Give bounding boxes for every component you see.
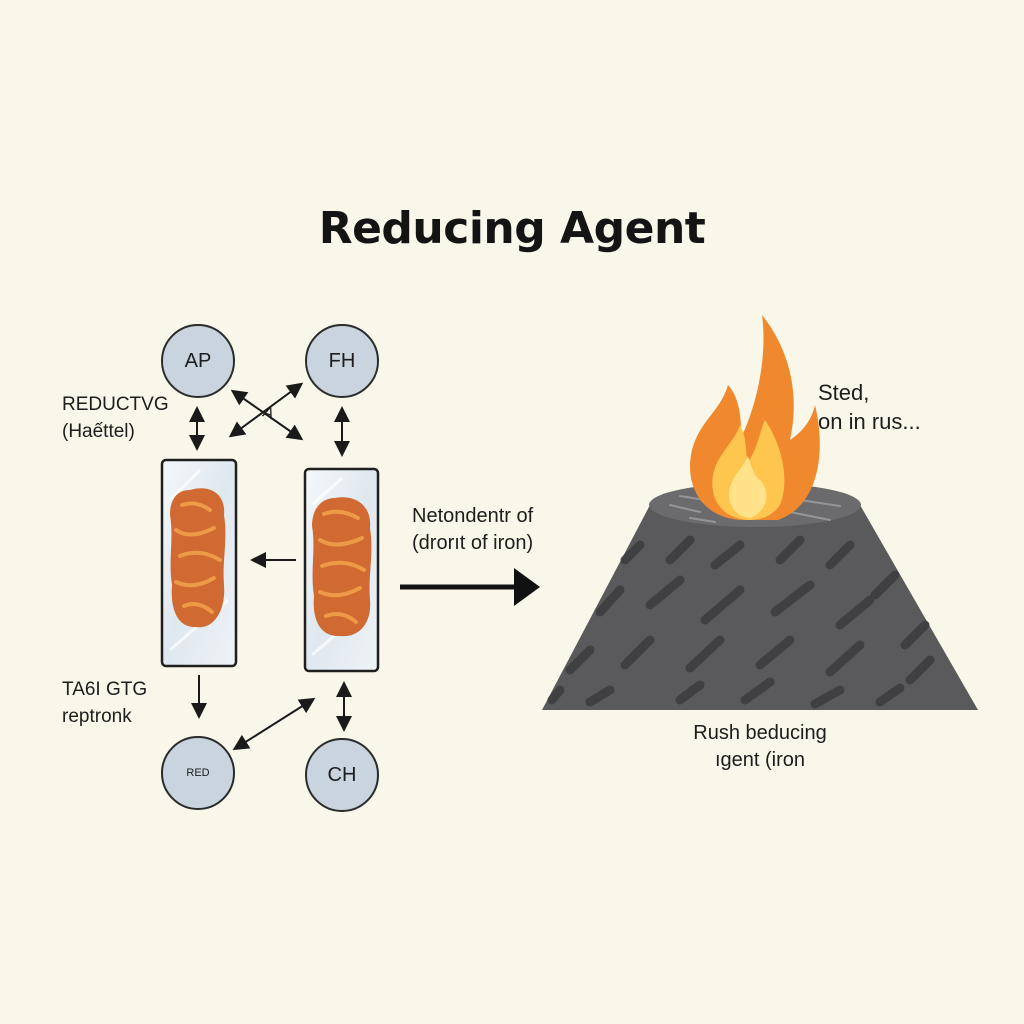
- label-left-top: REDUCTVG (Haếttel): [62, 391, 169, 445]
- flame: [690, 315, 820, 521]
- label-left-bottom-line1: TA6I GTG: [62, 679, 148, 700]
- label-flame-note-line1: Sted,: [818, 380, 870, 405]
- node-ch: CH: [305, 738, 379, 812]
- connector-arrows: [189, 382, 352, 751]
- label-mound-caption-line2: ıgent (iron: [714, 749, 806, 771]
- iron-sample-left: [170, 488, 226, 628]
- diagram-title: Reducing Agent: [318, 203, 706, 254]
- node-fh: FH: [305, 324, 379, 398]
- iron-sample-right: [312, 497, 372, 637]
- sample-column-right: [303, 467, 380, 673]
- label-left-top-line2: (Haếttel): [62, 421, 135, 442]
- label-left-bottom: TA6I GTG reptronk: [62, 676, 147, 730]
- node-ap: AP: [161, 324, 235, 398]
- label-middle-line2: (drorıt of iron): [412, 532, 534, 554]
- label-flame-note-line2: on in rus...: [818, 409, 921, 434]
- label-mound-caption: Rush beducing ıgent (iron: [640, 720, 880, 774]
- label-flame-note: Sted, on in rus...: [818, 378, 921, 436]
- label-middle: Netondentr of (drorıt of iron): [412, 503, 533, 557]
- node-red: RED: [161, 736, 235, 810]
- label-middle-line1: Netondentr of: [412, 505, 534, 527]
- label-mound-caption-line1: Rush beducing: [693, 722, 827, 744]
- process-arrow: [400, 568, 540, 606]
- sample-column-left: [160, 458, 238, 668]
- label-left-top-line1: REDUCTVG: [62, 394, 169, 415]
- label-left-bottom-line2: reptronk: [62, 706, 132, 727]
